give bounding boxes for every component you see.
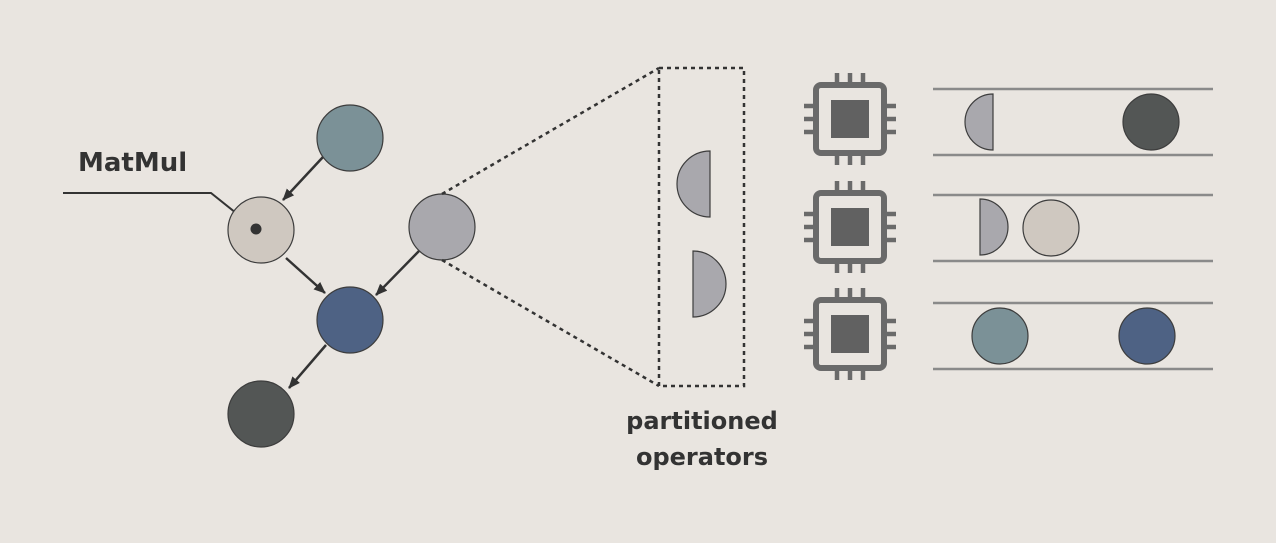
chip-icon	[804, 288, 896, 380]
teal-node	[316, 104, 384, 172]
charcoal-node	[227, 380, 295, 448]
matmul-label: MatMul	[78, 148, 187, 178]
partition-box	[657, 66, 746, 388]
computation-graph: MatMul	[63, 104, 476, 448]
gray-node	[408, 193, 476, 261]
teal-operator	[971, 307, 1029, 365]
beige-operator	[1022, 199, 1080, 257]
chip-icon	[804, 181, 896, 273]
gray-half-operator	[979, 198, 1009, 256]
partitioned-label-line1: partitioned	[626, 407, 778, 435]
partitioned-operators-callout: partitioned operators	[441, 66, 778, 471]
zoom-line-bottom	[441, 258, 660, 388]
chip-icon	[804, 73, 896, 165]
edge-navy-to-charcoal	[288, 344, 327, 389]
partitioned-label-line2: operators	[636, 443, 768, 471]
edge-teal-to-matmul	[282, 156, 324, 201]
partition-half-left	[676, 150, 711, 218]
edge-matmul-to-navy	[285, 257, 326, 294]
device-row-1	[804, 73, 1213, 165]
edge-gray-to-navy	[375, 250, 420, 296]
charcoal-operator	[1122, 93, 1180, 151]
zoom-line-top	[441, 66, 660, 196]
gray-half-operator	[964, 93, 994, 151]
navy-operator	[1118, 307, 1176, 365]
matmul-node-dot	[250, 223, 262, 235]
partition-half-right	[692, 250, 727, 318]
device-row-3	[804, 288, 1213, 380]
navy-node	[316, 286, 384, 354]
device-row-2	[804, 181, 1213, 273]
matmul-leader-line	[63, 192, 257, 230]
